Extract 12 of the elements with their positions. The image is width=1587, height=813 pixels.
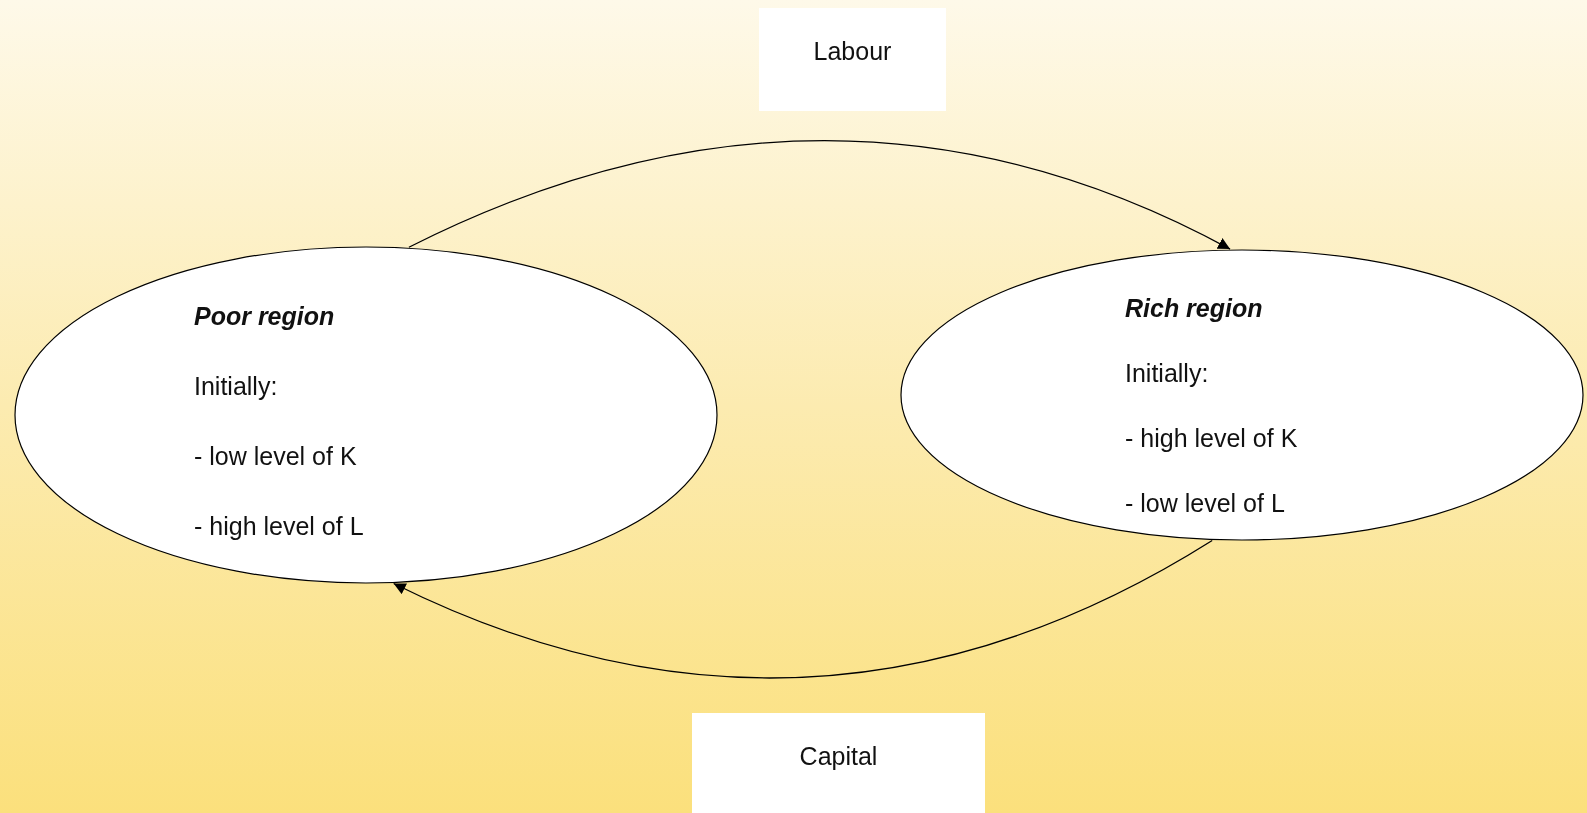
region-text: - high level of K: [1125, 423, 1298, 453]
region-text: Initially:: [194, 371, 279, 401]
region-text: - low level of K: [194, 441, 358, 471]
region-title: Rich region: [1125, 293, 1264, 323]
label-box: Labour: [759, 8, 946, 111]
region-text: - high level of L: [194, 511, 364, 541]
region-text: Initially:: [1125, 358, 1210, 388]
label-box: Capital: [692, 713, 985, 813]
region-title: Poor region: [194, 301, 336, 331]
region-text: - low level of L: [1125, 488, 1286, 518]
curved-arrow: [392, 539, 1213, 678]
curved-arrow: [408, 139, 1231, 250]
